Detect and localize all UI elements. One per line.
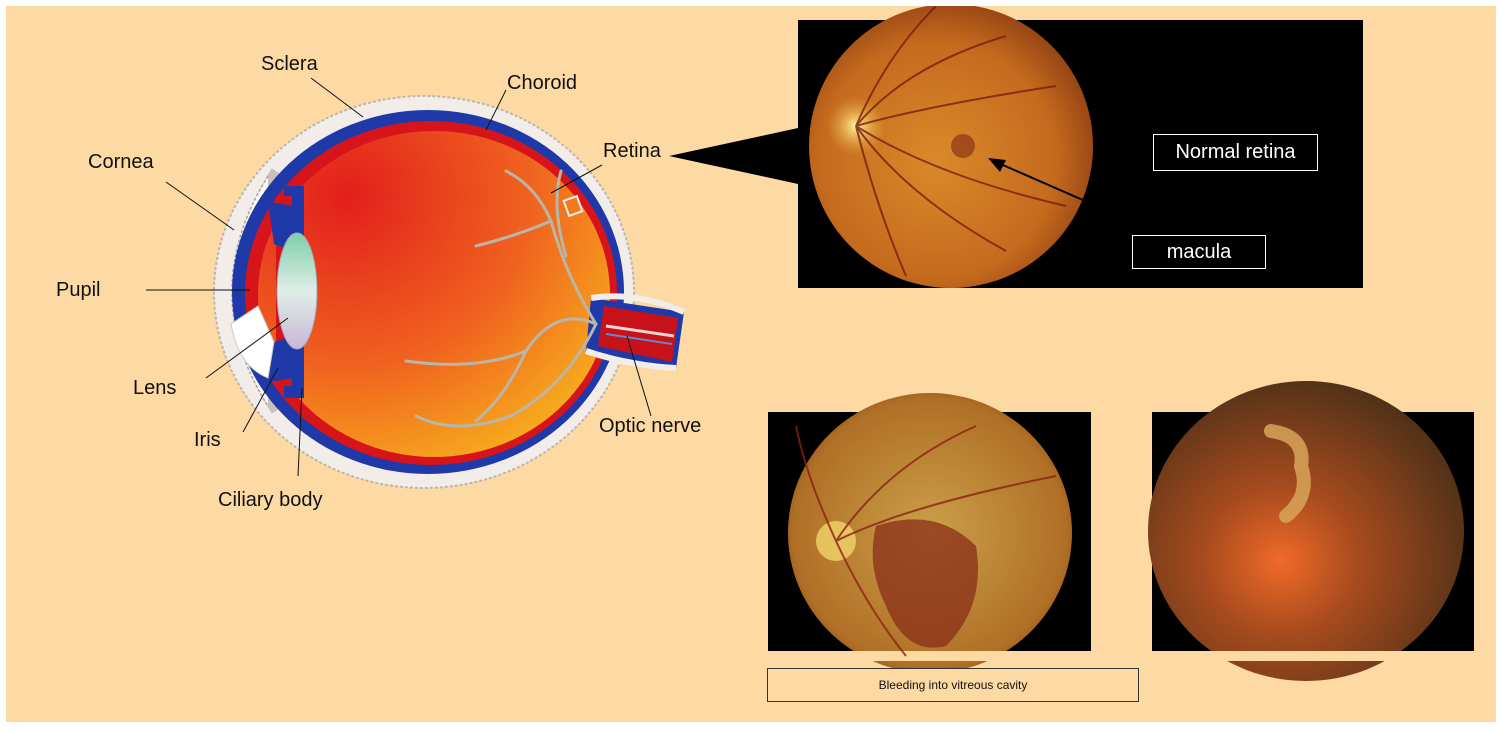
normal-retina-title: Normal retina <box>1153 134 1318 171</box>
label-sclera: Sclera <box>261 54 318 74</box>
label-ciliary-body: Ciliary body <box>218 490 322 510</box>
label-cornea: Cornea <box>88 152 154 172</box>
macula-spot <box>951 134 975 158</box>
label-choroid: Choroid <box>507 73 577 93</box>
label-iris: Iris <box>194 430 221 450</box>
bleeding-caption: Bleeding into vitreous cavity <box>767 668 1139 702</box>
lens-shape <box>277 233 317 349</box>
cornea-leader <box>166 182 234 230</box>
macula-label: macula <box>1132 235 1266 269</box>
label-pupil: Pupil <box>56 280 100 300</box>
sclera-leader <box>311 78 363 117</box>
diagram-canvas: Sclera Choroid Cornea Retina Pupil Lens … <box>6 6 1496 722</box>
callout-wedge <box>669 128 798 184</box>
bleeding-photo-2 <box>1148 381 1464 681</box>
label-retina: Retina <box>603 141 661 161</box>
label-lens: Lens <box>133 378 176 398</box>
eye-cross-section <box>6 6 1496 722</box>
label-optic-nerve: Optic nerve <box>599 416 701 436</box>
